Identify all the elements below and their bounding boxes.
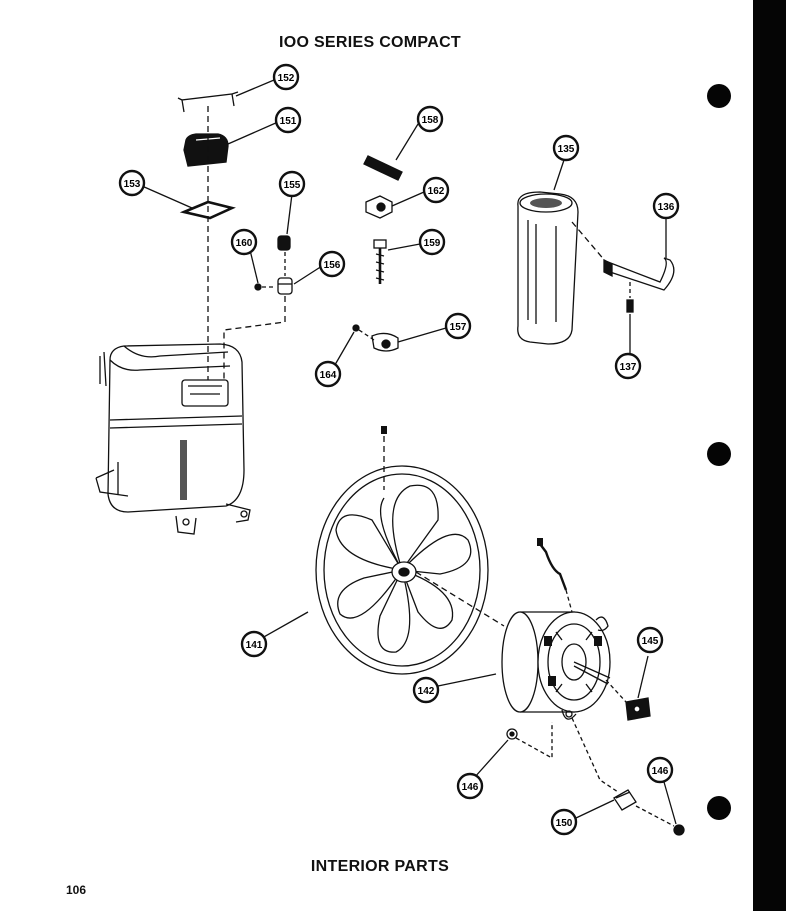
- svg-text:141: 141: [246, 640, 263, 651]
- callout-156: 156: [318, 250, 346, 278]
- callout-141: 141: [240, 630, 268, 658]
- svg-text:146: 146: [462, 782, 479, 793]
- callout-150: 150: [550, 808, 578, 836]
- callout-160: 160: [230, 228, 258, 256]
- screw-159: [373, 239, 387, 284]
- svg-text:145: 145: [642, 636, 659, 647]
- grommet-155: [277, 235, 291, 251]
- screw-164: [352, 324, 360, 332]
- screw-137: [626, 299, 634, 313]
- nut-146-left: [506, 728, 518, 740]
- gasket-153: [179, 200, 236, 220]
- svg-text:164: 164: [320, 370, 337, 381]
- diagram-caption: INTERIOR PARTS: [310, 858, 450, 875]
- diagram-title: IOO SERIES COMPACT: [278, 34, 461, 51]
- gasket-145: [625, 697, 651, 721]
- callout-164: 164: [314, 360, 342, 388]
- binding-strip: [753, 0, 786, 911]
- svg-text:158: 158: [422, 115, 439, 126]
- spacer-150: [613, 789, 637, 811]
- capacitor-135: [517, 191, 579, 345]
- callout-146-right: 146: [646, 756, 674, 784]
- svg-text:155: 155: [284, 180, 301, 191]
- terminal-clip-152: [177, 91, 239, 113]
- clamp-157: [371, 332, 399, 352]
- svg-text:137: 137: [620, 362, 637, 373]
- callout-135: 135: [552, 134, 580, 162]
- svg-text:156: 156: [324, 260, 341, 271]
- fan-blade-141: [315, 465, 489, 675]
- svg-text:152: 152: [278, 73, 295, 84]
- svg-text:162: 162: [428, 186, 445, 197]
- grommet-156: [277, 277, 293, 295]
- svg-text:150: 150: [556, 818, 573, 829]
- nut-146-right: [673, 824, 685, 836]
- callout-153: 153: [118, 169, 146, 197]
- callout-151: 151: [274, 106, 302, 134]
- svg-text:136: 136: [658, 202, 675, 213]
- callout-137: 137: [614, 352, 642, 380]
- callout-157: 157: [444, 312, 472, 340]
- fan-motor-142: [501, 611, 611, 720]
- terminal-cover-151: [183, 133, 229, 167]
- callout-142: 142: [412, 676, 440, 704]
- svg-text:142: 142: [418, 686, 435, 697]
- svg-text:160: 160: [236, 238, 253, 249]
- callout-146-left: 146: [456, 772, 484, 800]
- callout-145: 145: [636, 626, 664, 654]
- callout-136: 136: [652, 192, 680, 220]
- svg-text:146: 146: [652, 766, 669, 777]
- svg-text:157: 157: [450, 322, 467, 333]
- callout-155: 155: [278, 170, 306, 198]
- punch-hole-bottom: [707, 796, 731, 820]
- bolt-158: [363, 155, 403, 181]
- callout-159: 159: [418, 228, 446, 256]
- compressor: [95, 343, 251, 535]
- svg-text:153: 153: [124, 179, 141, 190]
- callout-162: 162: [422, 176, 450, 204]
- svg-text:135: 135: [558, 144, 575, 155]
- svg-text:151: 151: [280, 116, 297, 127]
- svg-text:159: 159: [424, 238, 441, 249]
- punch-hole-middle: [707, 442, 731, 466]
- screw-160: [254, 283, 262, 291]
- page-number: 106: [66, 883, 87, 897]
- clip-162: [365, 195, 393, 219]
- capacitor-bracket-136: [603, 257, 675, 291]
- callout-152: 152: [272, 63, 300, 91]
- punch-hole-top: [707, 84, 731, 108]
- callout-158: 158: [416, 105, 444, 133]
